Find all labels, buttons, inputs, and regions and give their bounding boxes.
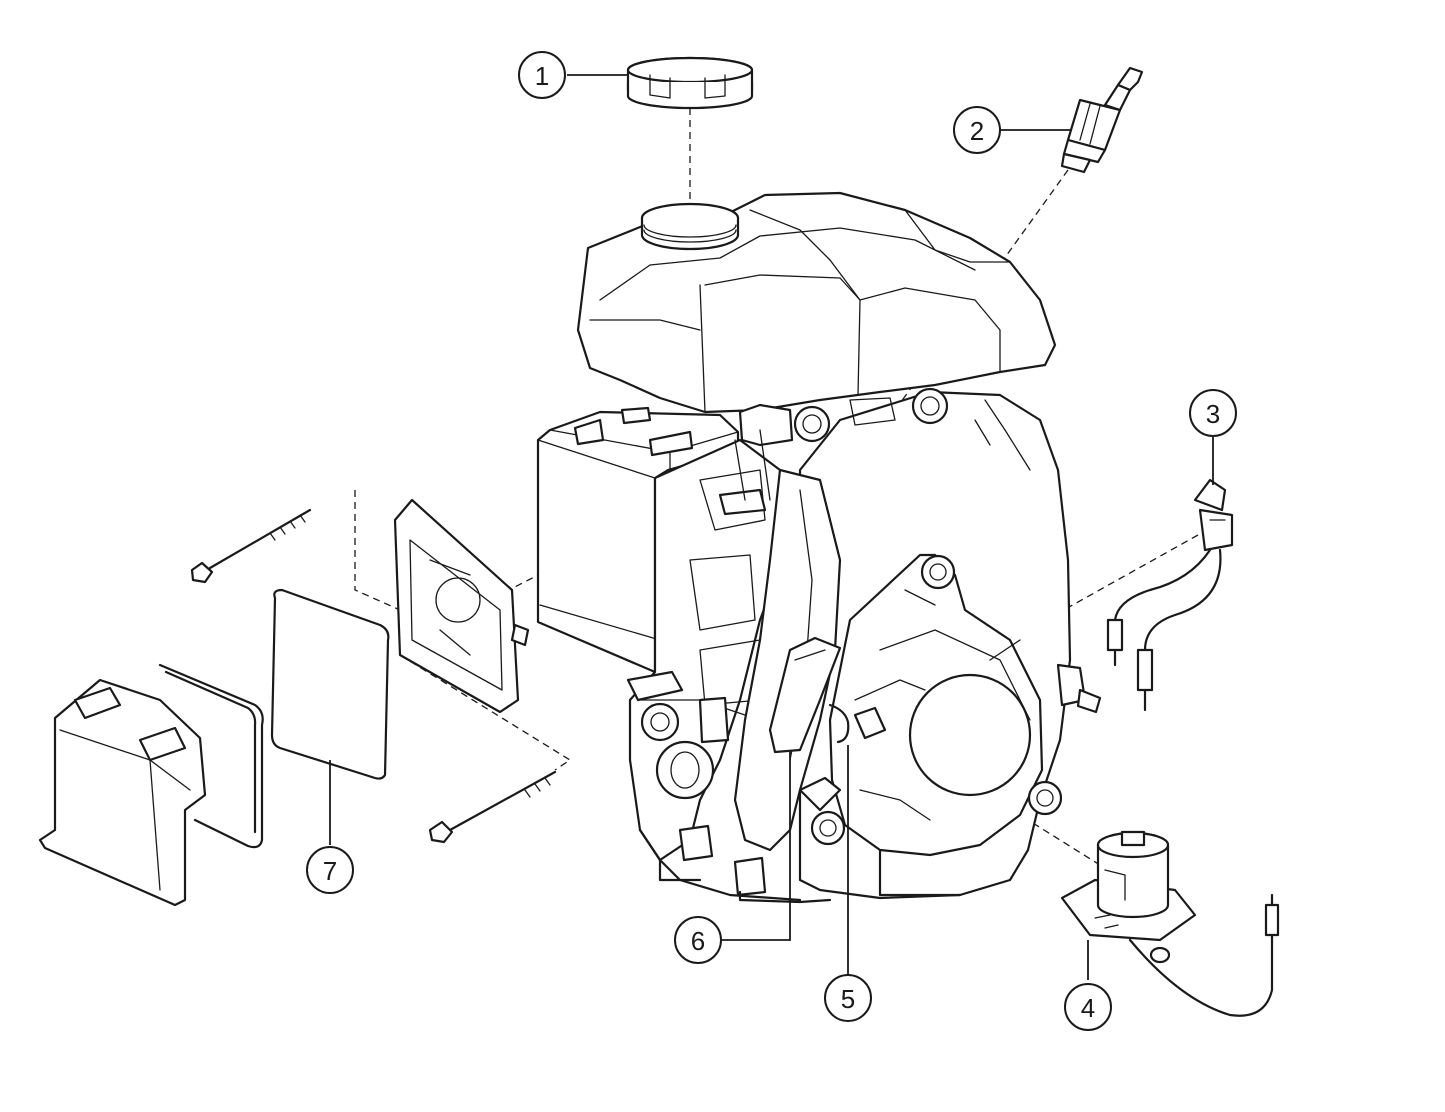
fuel-solenoid: [1060, 830, 1280, 1017]
callout-6: 6: [674, 916, 722, 964]
callout-circle: [824, 974, 872, 1022]
callout-2: 2: [953, 106, 1001, 154]
callout-circle: [1064, 983, 1112, 1031]
callout-number: 1: [535, 61, 549, 91]
fuel-cap: [626, 56, 754, 110]
callout-4: 4: [1064, 983, 1112, 1031]
callout-number: 4: [1081, 993, 1095, 1023]
ignition-connector: [1106, 478, 1234, 712]
callout-circle: [306, 846, 354, 894]
callout-number: 7: [323, 856, 337, 886]
callout-number: 2: [970, 116, 984, 146]
engine-body: [536, 191, 1102, 904]
callout-number: 6: [691, 926, 705, 956]
callout-circle: [518, 51, 566, 99]
callout-circle: [1189, 389, 1237, 437]
callout-5: 5: [824, 974, 872, 1022]
callout-number: 5: [841, 984, 855, 1014]
air-filter-assembly: [38, 498, 557, 907]
spark-plug: [1060, 66, 1144, 174]
callouts: 1 2 3 4 5 6 7: [306, 51, 1237, 1031]
callout-number: 3: [1206, 399, 1220, 429]
callout-1: 1: [518, 51, 566, 99]
callout-circle: [674, 916, 722, 964]
callout-circle: [953, 106, 1001, 154]
leader-lines: [329, 74, 1214, 980]
callout-3: 3: [1189, 389, 1237, 437]
callout-7: 7: [306, 846, 354, 894]
